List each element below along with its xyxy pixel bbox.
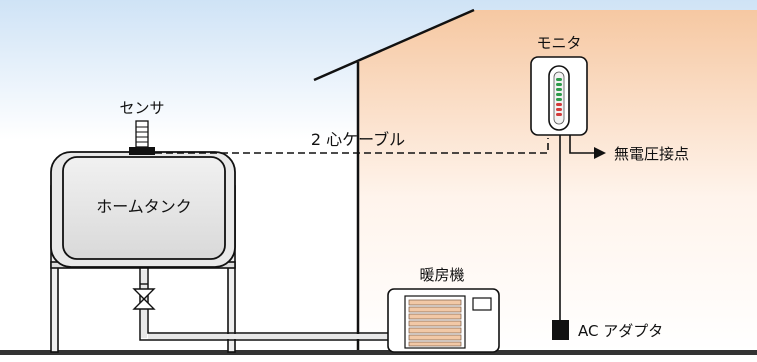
two-core-cable <box>155 138 549 154</box>
tank-label: ホームタンク <box>96 197 192 216</box>
contact-line <box>569 135 596 154</box>
valve-icon <box>132 283 156 310</box>
monitor-label: モニタ <box>536 34 581 52</box>
gauge-indicator <box>556 78 562 116</box>
heater-label: 暖房機 <box>419 266 464 284</box>
no-voltage-contact-label: 無電圧接点 <box>614 145 689 163</box>
home-tank <box>50 151 236 268</box>
ac-adapter-label: AC アダプタ <box>578 322 663 340</box>
heater-unit <box>387 288 500 353</box>
ground-line <box>0 350 757 355</box>
roof-left <box>313 8 475 82</box>
house-background <box>358 10 757 352</box>
arrow-right-icon <box>594 147 606 159</box>
monitor-device <box>530 56 588 136</box>
sensor-icon <box>129 120 155 155</box>
cable-label: 2 心ケーブル <box>311 130 405 149</box>
sensor-label: センサ <box>119 99 164 117</box>
ac-adapter-box <box>552 320 569 340</box>
